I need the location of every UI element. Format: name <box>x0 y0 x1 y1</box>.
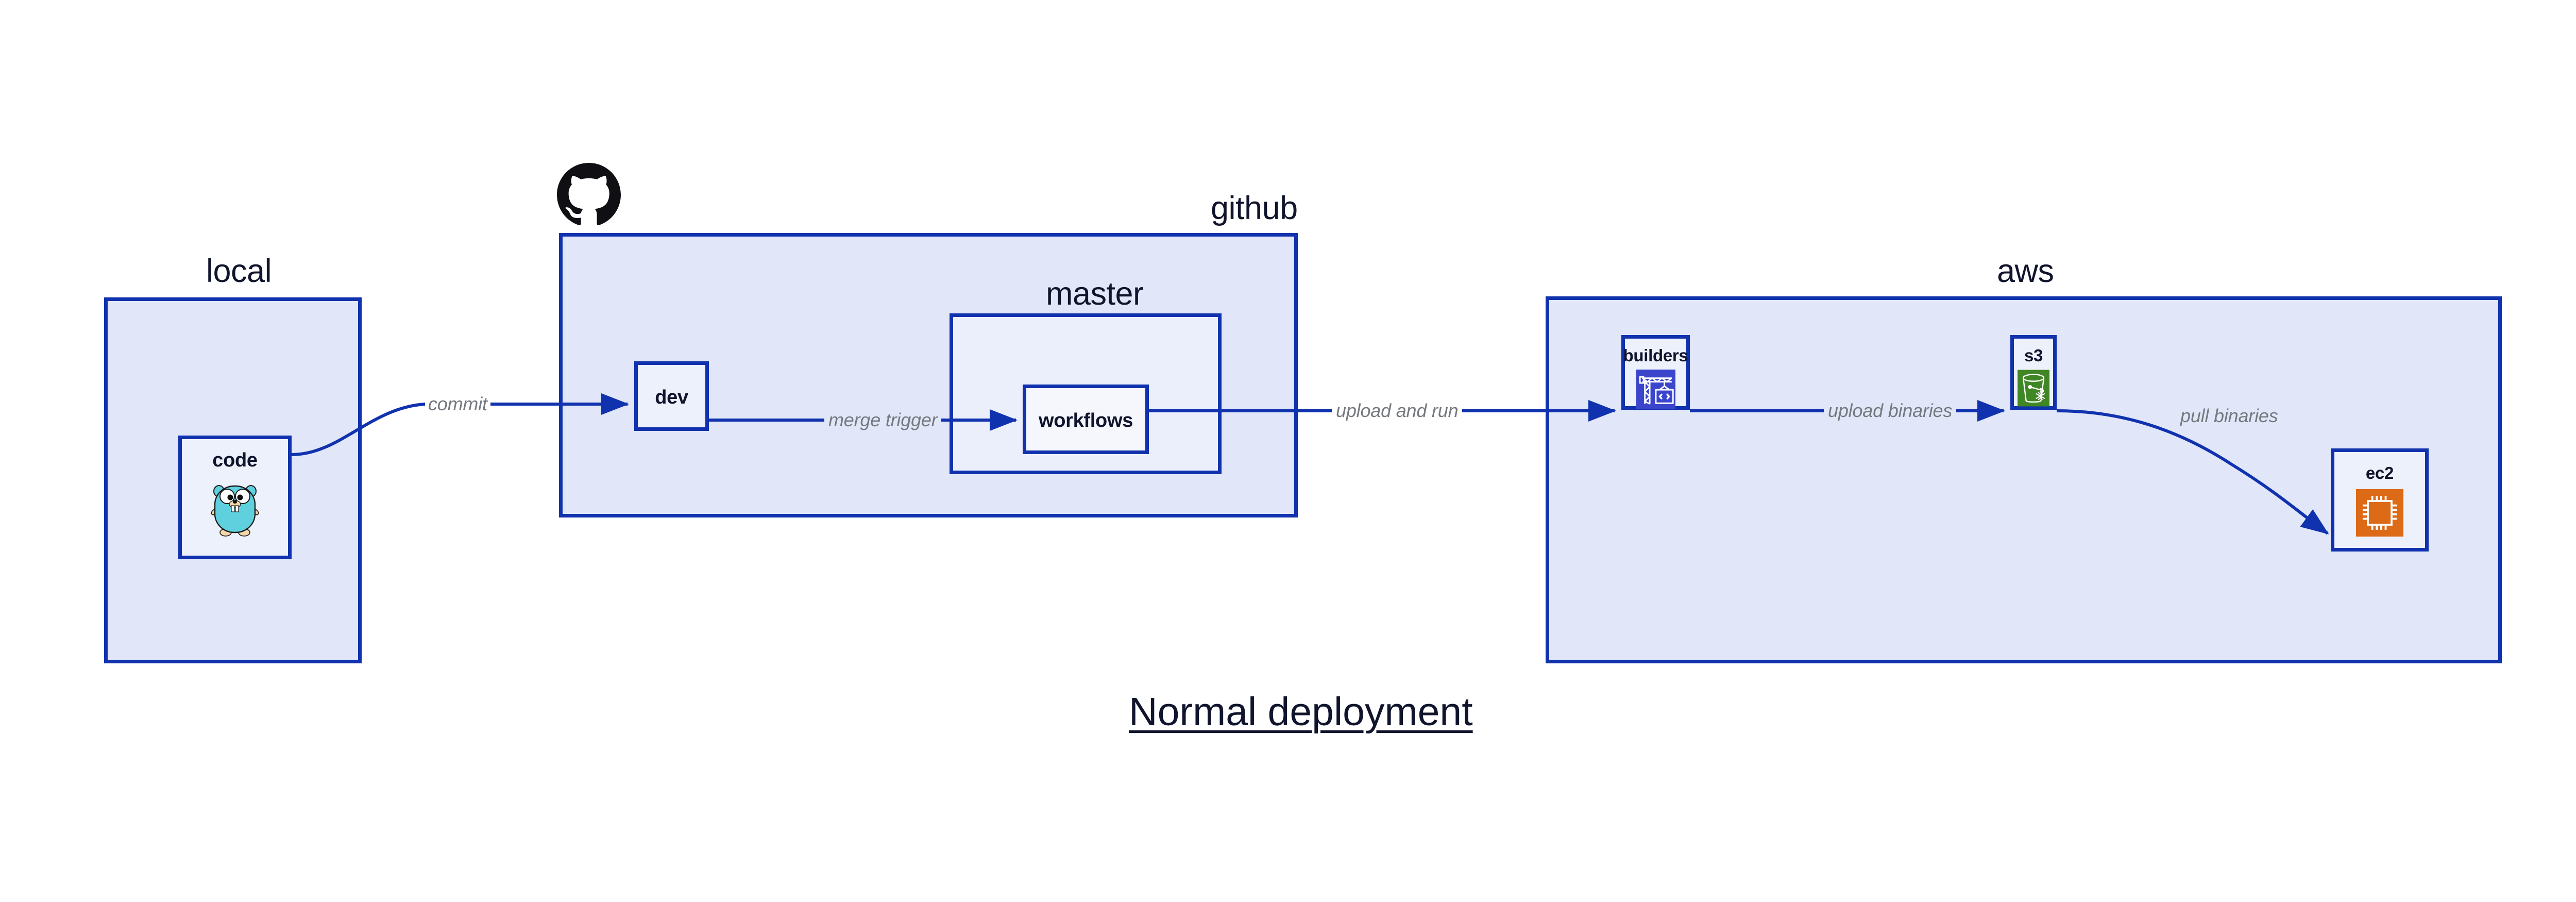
edge-label-pull-binaries: pull binaries <box>2176 405 2282 427</box>
bucket-snowflake-icon <box>2018 370 2049 407</box>
github-octocat-logo <box>557 163 621 227</box>
group-label-local: local <box>206 253 272 289</box>
node-label-dev: dev <box>655 387 688 408</box>
diagram-caption: Normal deployment <box>1129 690 1473 734</box>
node-label-builders: builders <box>1623 346 1688 365</box>
node-label-workflows: workflows <box>1038 410 1133 431</box>
node-code[interactable]: code <box>178 436 292 559</box>
edge-label-commit: commit <box>425 393 490 415</box>
edge-label-upload-binaries: upload binaries <box>1824 400 1957 422</box>
node-s3[interactable]: s3 <box>2010 335 2057 410</box>
cpu-chip-icon <box>2356 489 2403 537</box>
edge-label-upload-and-run: upload and run <box>1332 400 1463 422</box>
edge-label-merge-trigger: merge trigger <box>824 409 942 431</box>
node-label-s3: s3 <box>2024 346 2043 365</box>
go-gopher-icon <box>208 479 262 537</box>
crane-code-icon <box>1636 370 1675 409</box>
group-label-github: github <box>1211 190 1298 226</box>
group-label-master: master <box>1046 276 1144 312</box>
group-label-aws: aws <box>1997 253 2054 289</box>
node-label-code: code <box>212 449 258 471</box>
node-builders[interactable]: builders <box>1621 335 1690 410</box>
node-dev[interactable]: dev <box>634 361 709 431</box>
node-workflows[interactable]: workflows <box>1023 385 1149 454</box>
node-ec2[interactable]: ec2 <box>2331 448 2429 552</box>
node-label-ec2: ec2 <box>2365 463 2394 482</box>
